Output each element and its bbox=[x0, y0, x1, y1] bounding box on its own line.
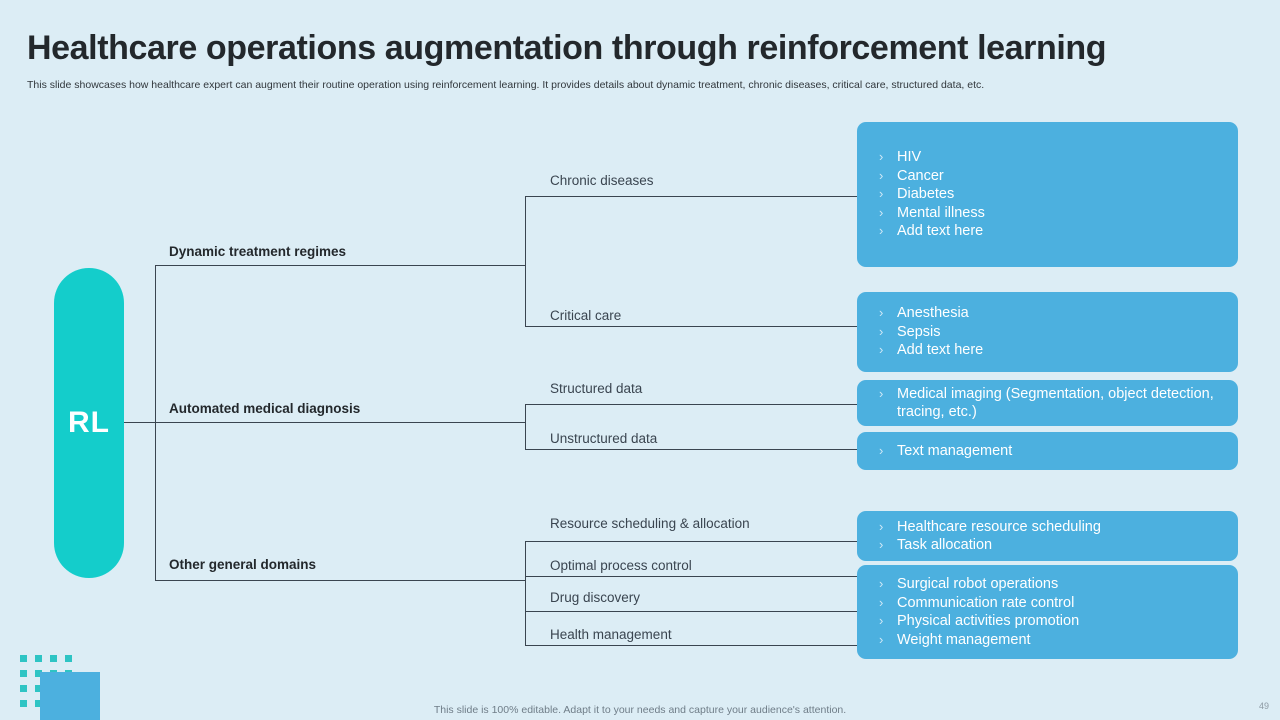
list-item-label: Healthcare resource scheduling bbox=[897, 518, 1101, 535]
chevron-right-icon: › bbox=[879, 518, 884, 534]
list-item-label: Diabetes bbox=[897, 186, 955, 203]
branch-line-2 bbox=[155, 422, 525, 423]
sub-label-optimal-process-control: Optimal process control bbox=[550, 558, 692, 573]
chevron-right-icon: › bbox=[879, 186, 884, 202]
content-card-chronic-diseases[interactable]: › HIV › Cancer › Diabetes › Mental illness ›… bbox=[857, 122, 1238, 267]
list-item-label: HIV bbox=[897, 149, 922, 166]
sub-line-structured-data bbox=[525, 404, 857, 405]
sub-label-structured-data: Structured data bbox=[550, 381, 643, 396]
chevron-right-icon: › bbox=[879, 223, 884, 239]
subspine-vertical-1 bbox=[525, 196, 526, 326]
page-number: 49 bbox=[1258, 701, 1269, 711]
list-item-label: Mental illness bbox=[897, 204, 985, 221]
page-title: Healthcare operations augmentation throu… bbox=[27, 29, 1107, 67]
card-list: › HIV › Cancer › Diabetes › Mental illness ›… bbox=[879, 148, 1222, 241]
chevron-right-icon: › bbox=[879, 149, 884, 165]
sub-line-critical-care bbox=[525, 326, 857, 327]
decorative-blue-square bbox=[40, 672, 100, 720]
page-subtitle: This slide showcases how healthcare expe… bbox=[27, 79, 985, 91]
branch-label-dynamic-treatment-regimes: Dynamic treatment regimes bbox=[169, 244, 347, 259]
list-item-label: Medical imaging (Segmentation, object de… bbox=[897, 385, 1214, 421]
list-item-label: Add text here bbox=[897, 223, 984, 240]
sub-line-health-management bbox=[525, 645, 857, 646]
list-item-label: Cancer bbox=[897, 167, 944, 184]
sub-line-resource-scheduling-allocation bbox=[525, 541, 857, 542]
list-item: › Medical imaging (Segmentation, object d… bbox=[879, 385, 1222, 422]
sub-line-unstructured-data bbox=[525, 449, 857, 450]
list-item-label: Text management bbox=[897, 442, 1013, 459]
chevron-right-icon: › bbox=[879, 204, 884, 220]
sub-line-chronic-diseases bbox=[525, 196, 857, 197]
list-item: › Anesthesia bbox=[879, 304, 1222, 323]
content-card-health-management[interactable]: › Surgical robot operations › Communicatio… bbox=[857, 565, 1238, 659]
branch-line-3 bbox=[155, 580, 525, 581]
list-item: › Add text here bbox=[879, 341, 1222, 360]
list-item: › Communication rate control bbox=[879, 594, 1222, 613]
sub-line-drug-discovery bbox=[525, 611, 857, 612]
subspine-vertical-3 bbox=[525, 541, 526, 645]
chevron-right-icon: › bbox=[879, 576, 884, 591]
list-item: › Add text here bbox=[879, 222, 1222, 241]
chevron-right-icon: › bbox=[879, 305, 884, 321]
content-card-critical-care[interactable]: › Anesthesia › Sepsis › Add text here bbox=[857, 292, 1238, 372]
list-item-label: Sepsis bbox=[897, 323, 941, 340]
list-item: › Mental illness bbox=[879, 204, 1222, 223]
chevron-right-icon: › bbox=[879, 323, 884, 339]
list-item-label: Add text here bbox=[897, 342, 984, 359]
branch-label-other-general-domains: Other general domains bbox=[169, 557, 317, 572]
chevron-right-icon: › bbox=[879, 631, 884, 647]
card-list: › Anesthesia › Sepsis › Add text here bbox=[879, 304, 1222, 360]
list-item: › Weight management bbox=[879, 631, 1222, 650]
content-card-structured-data[interactable]: › Medical imaging (Segmentation, object d… bbox=[857, 380, 1238, 426]
footer-note: This slide is 100% editable. Adapt it to… bbox=[433, 704, 847, 716]
card-list: › Surgical robot operations › Communicatio… bbox=[879, 575, 1222, 649]
card-list: › Healthcare resource scheduling › Task al… bbox=[879, 518, 1222, 555]
list-item-label: Weight management bbox=[897, 631, 1031, 648]
list-item-label: Communication rate control bbox=[897, 594, 1075, 611]
list-item: › HIV bbox=[879, 148, 1222, 167]
chevron-right-icon: › bbox=[879, 442, 884, 458]
spine-stub-from-root bbox=[124, 422, 155, 423]
branch-line-1 bbox=[155, 265, 525, 266]
list-item: › Physical activities promotion bbox=[879, 612, 1222, 631]
list-item: › Diabetes bbox=[879, 185, 1222, 204]
list-item-label: Physical activities promotion bbox=[897, 613, 1080, 629]
list-item: › Task allocation bbox=[879, 536, 1222, 555]
chevron-right-icon: › bbox=[879, 167, 884, 183]
chevron-right-icon: › bbox=[879, 537, 884, 552]
sub-label-drug-discovery: Drug discovery bbox=[550, 590, 641, 605]
list-item: › Healthcare resource scheduling bbox=[879, 518, 1222, 537]
content-card-resource-scheduling[interactable]: › Healthcare resource scheduling › Task al… bbox=[857, 511, 1238, 561]
chevron-right-icon: › bbox=[879, 594, 884, 610]
list-item: › Sepsis bbox=[879, 323, 1222, 342]
list-item-label: Task allocation bbox=[897, 537, 993, 553]
list-item: › Cancer bbox=[879, 167, 1222, 186]
root-node-label: RL bbox=[68, 406, 110, 439]
list-item-label: Anesthesia bbox=[897, 305, 969, 322]
branch-label-automated-medical-diagnosis: Automated medical diagnosis bbox=[169, 401, 361, 416]
root-node-rl[interactable]: RL bbox=[54, 268, 124, 578]
sub-label-unstructured-data: Unstructured data bbox=[550, 431, 658, 446]
chevron-right-icon: › bbox=[879, 613, 884, 628]
list-item-label: Surgical robot operations bbox=[897, 576, 1059, 592]
chevron-right-icon: › bbox=[879, 342, 884, 358]
chevron-right-icon: › bbox=[879, 385, 884, 401]
content-card-unstructured-data[interactable]: › Text management bbox=[857, 432, 1238, 470]
list-item: › Text management bbox=[879, 442, 1222, 461]
subspine-vertical-2 bbox=[525, 404, 526, 449]
card-list: › Medical imaging (Segmentation, object d… bbox=[879, 385, 1222, 422]
sub-line-optimal-process-control bbox=[525, 576, 857, 577]
sub-label-critical-care: Critical care bbox=[550, 308, 622, 323]
sub-label-resource-scheduling-allocation: Resource scheduling & allocation bbox=[550, 516, 750, 531]
sub-label-health-management: Health management bbox=[550, 627, 672, 642]
card-list: › Text management bbox=[879, 442, 1222, 461]
list-item: › Surgical robot operations bbox=[879, 575, 1222, 594]
sub-label-chronic-diseases: Chronic diseases bbox=[550, 173, 654, 188]
